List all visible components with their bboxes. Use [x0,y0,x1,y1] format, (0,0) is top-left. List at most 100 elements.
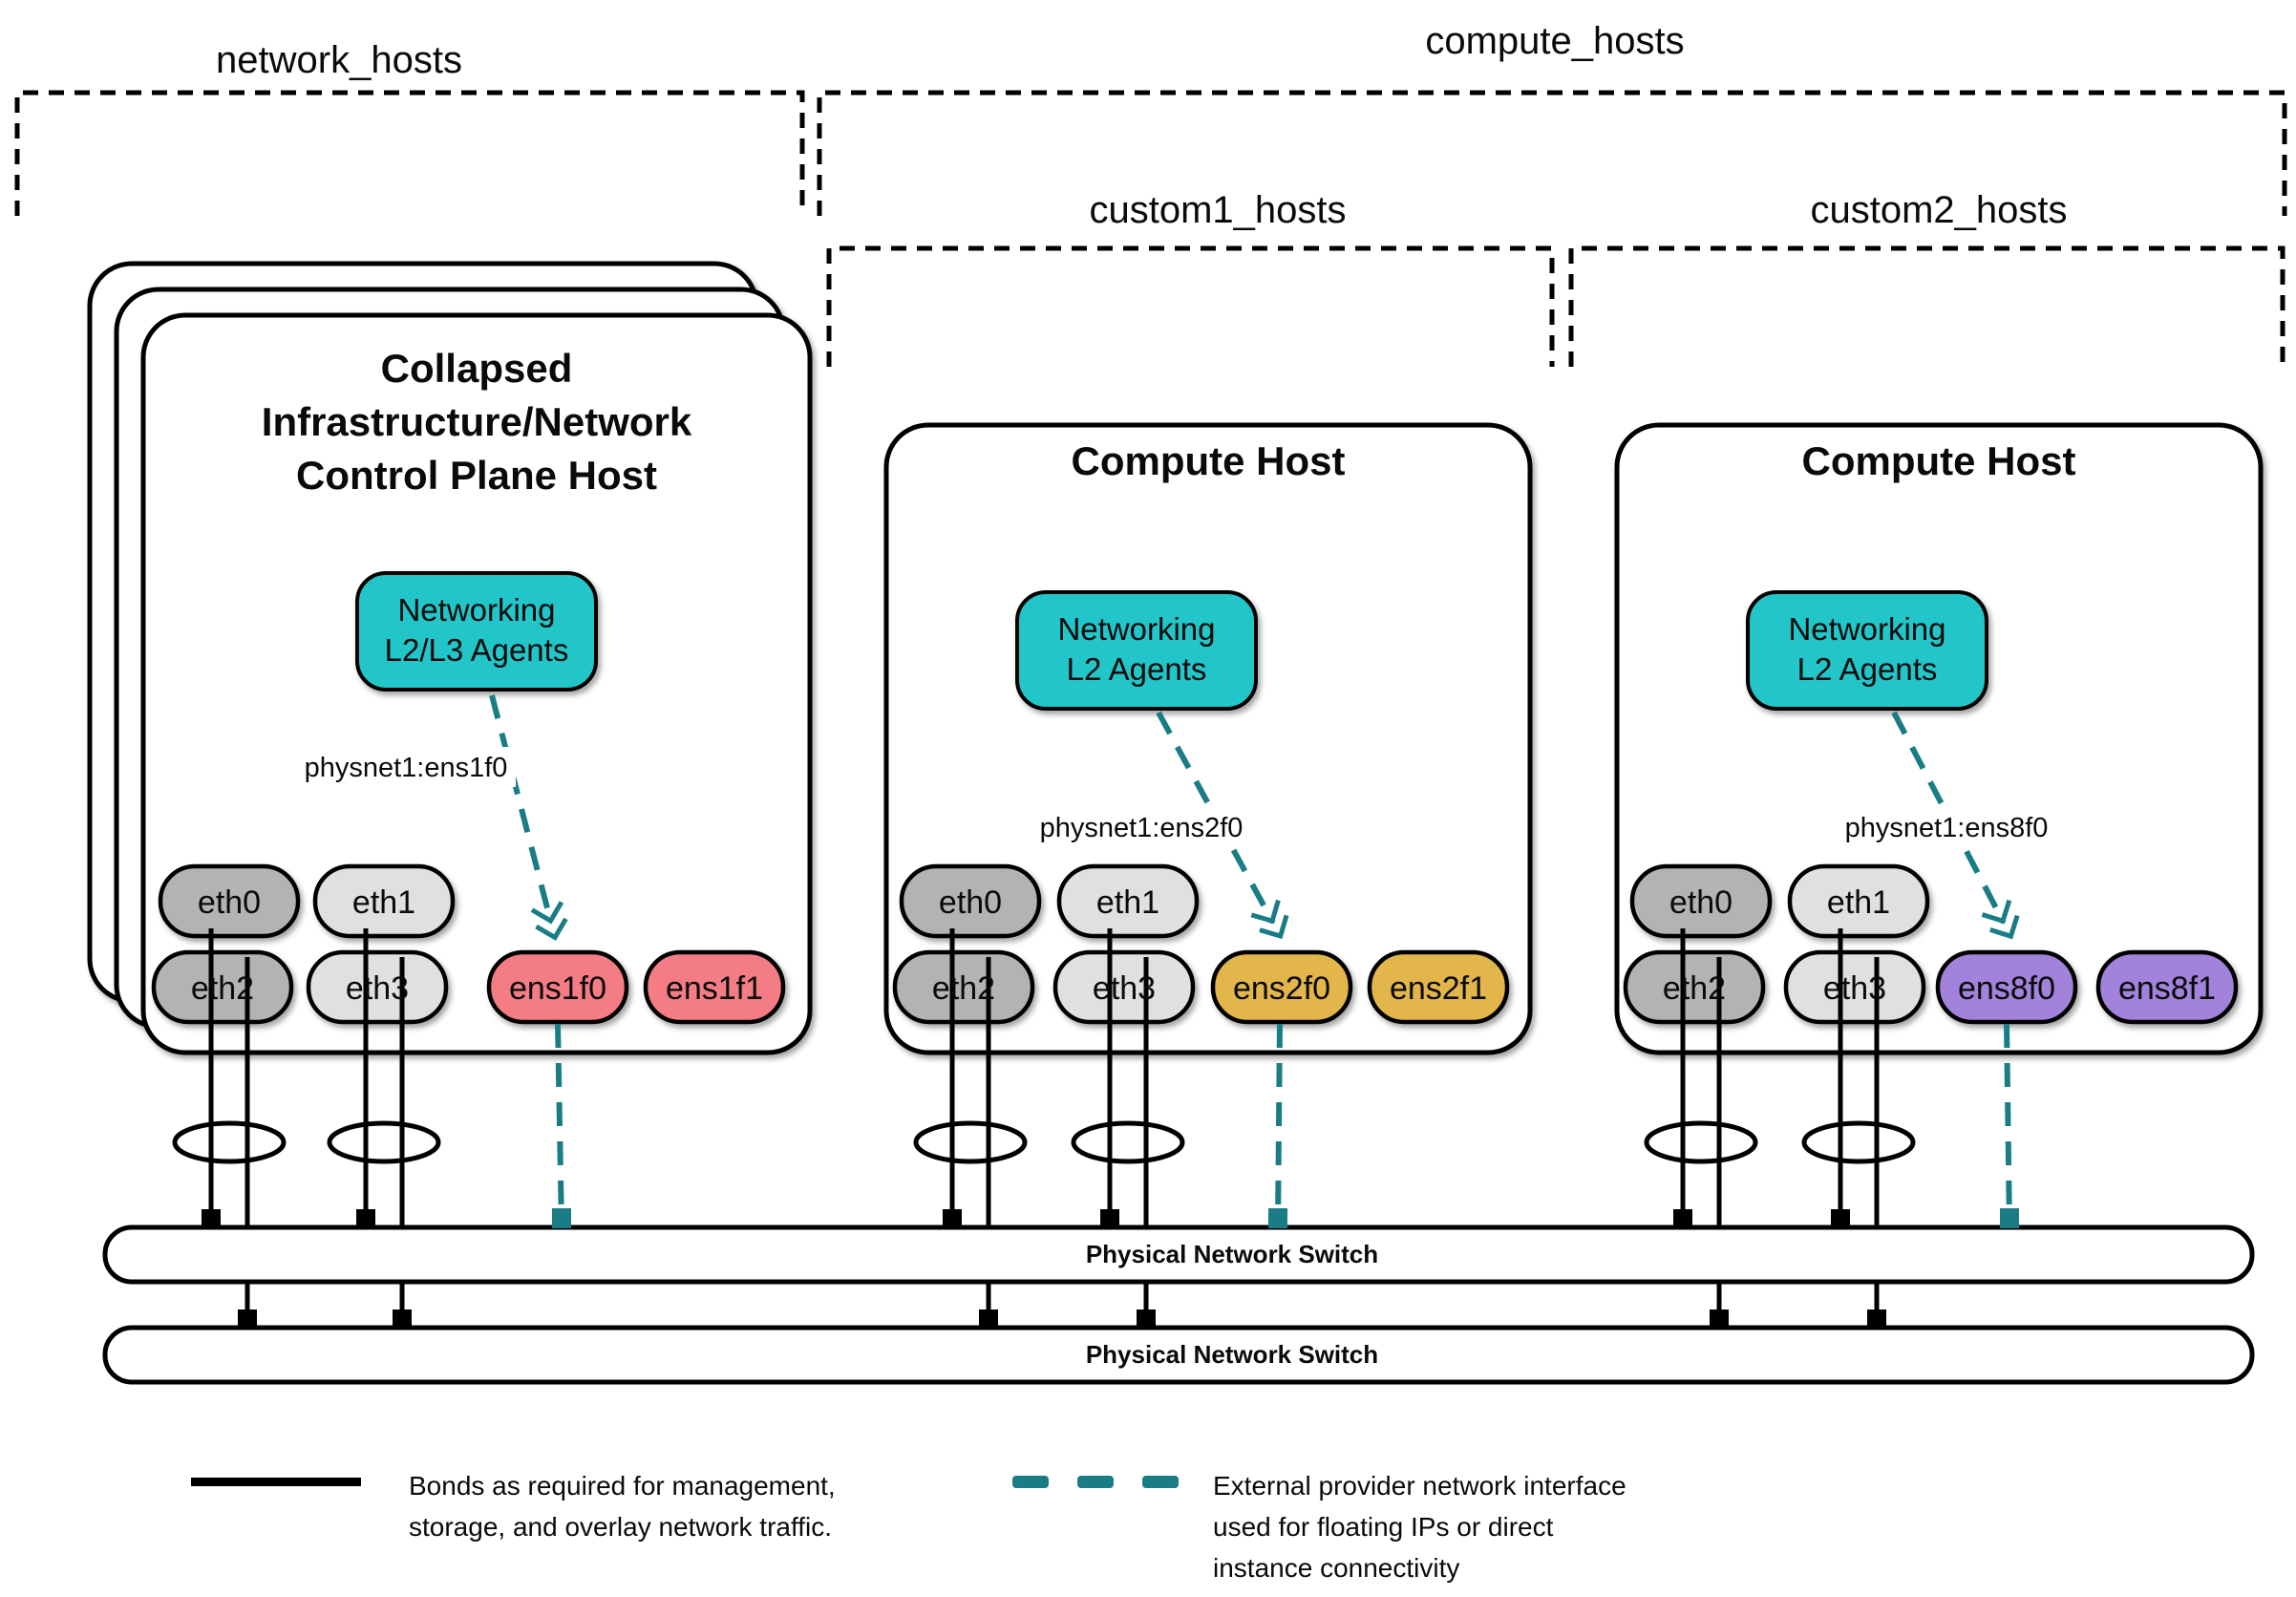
nic-row2-labels-compute-2: eth2 eth3 ens8f0 ens8f1 [1663,970,2216,1007]
connector-square [1137,1310,1156,1329]
bond-ellipse [1071,1120,1185,1164]
networking-agents-box [1746,590,1988,711]
nic-pill-eth0 [158,863,301,939]
connector-square [393,1310,412,1329]
nic-pill-eth2 [1623,949,1766,1025]
connector-square [1673,1209,1692,1228]
switch-bar-1 [102,1224,2255,1285]
switch2-connector-squares [238,1310,1886,1329]
legend-provider-dash [1077,1476,1114,1488]
connector-square [979,1310,998,1329]
legend-provider-text: used for floating IPs or direct [1213,1512,1554,1542]
host-title-line: Control Plane Host [296,453,657,498]
legend-provider-dash [1142,1476,1179,1488]
physnet-label-backing [1837,807,2056,847]
group-bracket-network-hosts [14,90,805,216]
bond-ellipse [1644,1120,1758,1164]
connector-square [943,1209,962,1228]
switch1-connector-squares [202,1209,1850,1228]
connector-square [1710,1310,1729,1329]
nic-pill-eth3 [1052,949,1196,1025]
nic-label-eth0: eth0 [198,884,261,921]
networking-agents-label: Networking [1788,611,1945,647]
host-title-line: Infrastructure/Network [262,399,692,444]
nic-label-eth0: eth0 [939,884,1002,921]
switch-label-1: Physical Network Switch [1086,1240,1378,1268]
networking-agents-label: L2 Agents [1797,651,1938,687]
bond-ellipse [327,1120,441,1164]
nic-label-ens2f1: ens2f1 [1390,970,1487,1007]
connector-square [238,1310,257,1329]
legend-provider-dash [1012,1476,1049,1488]
provider-connector-square [2000,1208,2019,1228]
nic-label-ens8f0: ens8f0 [1958,970,2055,1007]
legend-bond-text: Bonds as required for management, [409,1471,836,1501]
connector-square [1831,1209,1850,1228]
bond-ellipse [172,1120,287,1164]
networking-agents-label: L2/L3 Agents [385,632,569,668]
nic-label-eth1: eth1 [1827,884,1890,921]
nic-label-eth1: eth1 [352,884,415,921]
nic-pill-eth2 [151,949,294,1025]
group-bracket-compute-hosts [817,90,2287,216]
physnet-label-compute-1: physnet1:ens2f0 [1040,813,1244,843]
nic-label-ens2f0: ens2f0 [1233,970,1330,1007]
nic-label-eth2: eth2 [1663,970,1726,1007]
group-bracket-custom1-hosts [826,245,1555,367]
networking-agents-box [1015,590,1258,711]
legend-bond-text: storage, and overlay network traffic. [409,1512,832,1542]
host-collapsed-control-plane: Collapsed Infrastructure/Network Control… [87,261,813,1055]
host-title-line: Collapsed [381,346,573,391]
physnet-label-backing [296,747,516,787]
legend-bond-sample-line [191,1478,361,1486]
provider-connector-square [1268,1208,1287,1228]
nic-row2-labels-compute-1: eth2 eth3 ens2f0 ens2f1 [932,970,1487,1007]
group-label-network-hosts: network_hosts [216,39,462,81]
legend-provider-sample-line [1012,1476,1179,1488]
nic-pill-ens2f0 [1210,949,1353,1025]
host-card-compute-2 [1614,422,2264,1055]
nic-pill-eth1 [1056,863,1200,939]
nic-label-eth1: eth1 [1096,884,1159,921]
connector-square [356,1209,375,1228]
nic-pill-ens8f0 [1935,949,2078,1025]
provider-line-lower-collapsed [555,1023,564,1228]
switch-label-2: Physical Network Switch [1086,1340,1378,1369]
nic-pill-ens8f1 [2095,949,2239,1025]
nic-label-eth2: eth2 [932,970,995,1007]
host-card-compute-1 [883,422,1533,1055]
legend: Bonds as required for management, storag… [191,1471,1626,1583]
nic-pill-eth1 [1787,863,1930,939]
provider-connector-square [552,1208,571,1228]
networking-agents-label: Networking [1057,611,1215,647]
legend-provider-text: External provider network interface [1213,1471,1626,1501]
nic-row-collapsed: eth0 eth1 [151,863,786,1025]
nic-label-eth3: eth3 [1823,970,1886,1007]
networking-agents-label: Networking [397,592,555,628]
physnet-label-backing [1031,807,1251,847]
provider-line-lower-compute-1 [1275,1023,1283,1228]
legend-provider-text: instance connectivity [1213,1553,1459,1583]
host-compute-2: Compute Host Networking L2 Agents [1614,422,2264,1055]
nic-pill-eth1 [312,863,456,939]
bond-ellipse [1801,1120,1916,1164]
nic-label-ens1f1: ens1f1 [666,970,763,1007]
group-label-compute-hosts: compute_hosts [1425,20,1684,62]
physnet-label-compute-2: physnet1:ens8f0 [1845,813,2049,843]
nic-pill-ens2f1 [1367,949,1510,1025]
host-compute-1: Compute Host Networking L2 Agents [883,422,1533,1055]
nic-pill-ens1f0 [486,949,629,1025]
connector-square [1867,1310,1886,1329]
nic-label-eth0: eth0 [1669,884,1733,921]
nic-label-eth3: eth3 [1093,970,1156,1007]
nic-pill-eth0 [1629,863,1773,939]
nic-label-ens1f0: ens1f0 [509,970,606,1007]
nic-pill-ens1f1 [643,949,786,1025]
host-title-line: Compute Host [1802,438,2076,483]
nic-row-compute-2: eth0 eth1 [1623,863,2239,1025]
networking-agents-label: L2 Agents [1067,651,1207,687]
nic-row2-labels-collapsed: eth2 eth3 ens1f0 ens1f1 [191,970,763,1007]
nic-pill-eth3 [1783,949,1926,1025]
connector-square [202,1209,221,1228]
nic-pill-eth0 [899,863,1042,939]
